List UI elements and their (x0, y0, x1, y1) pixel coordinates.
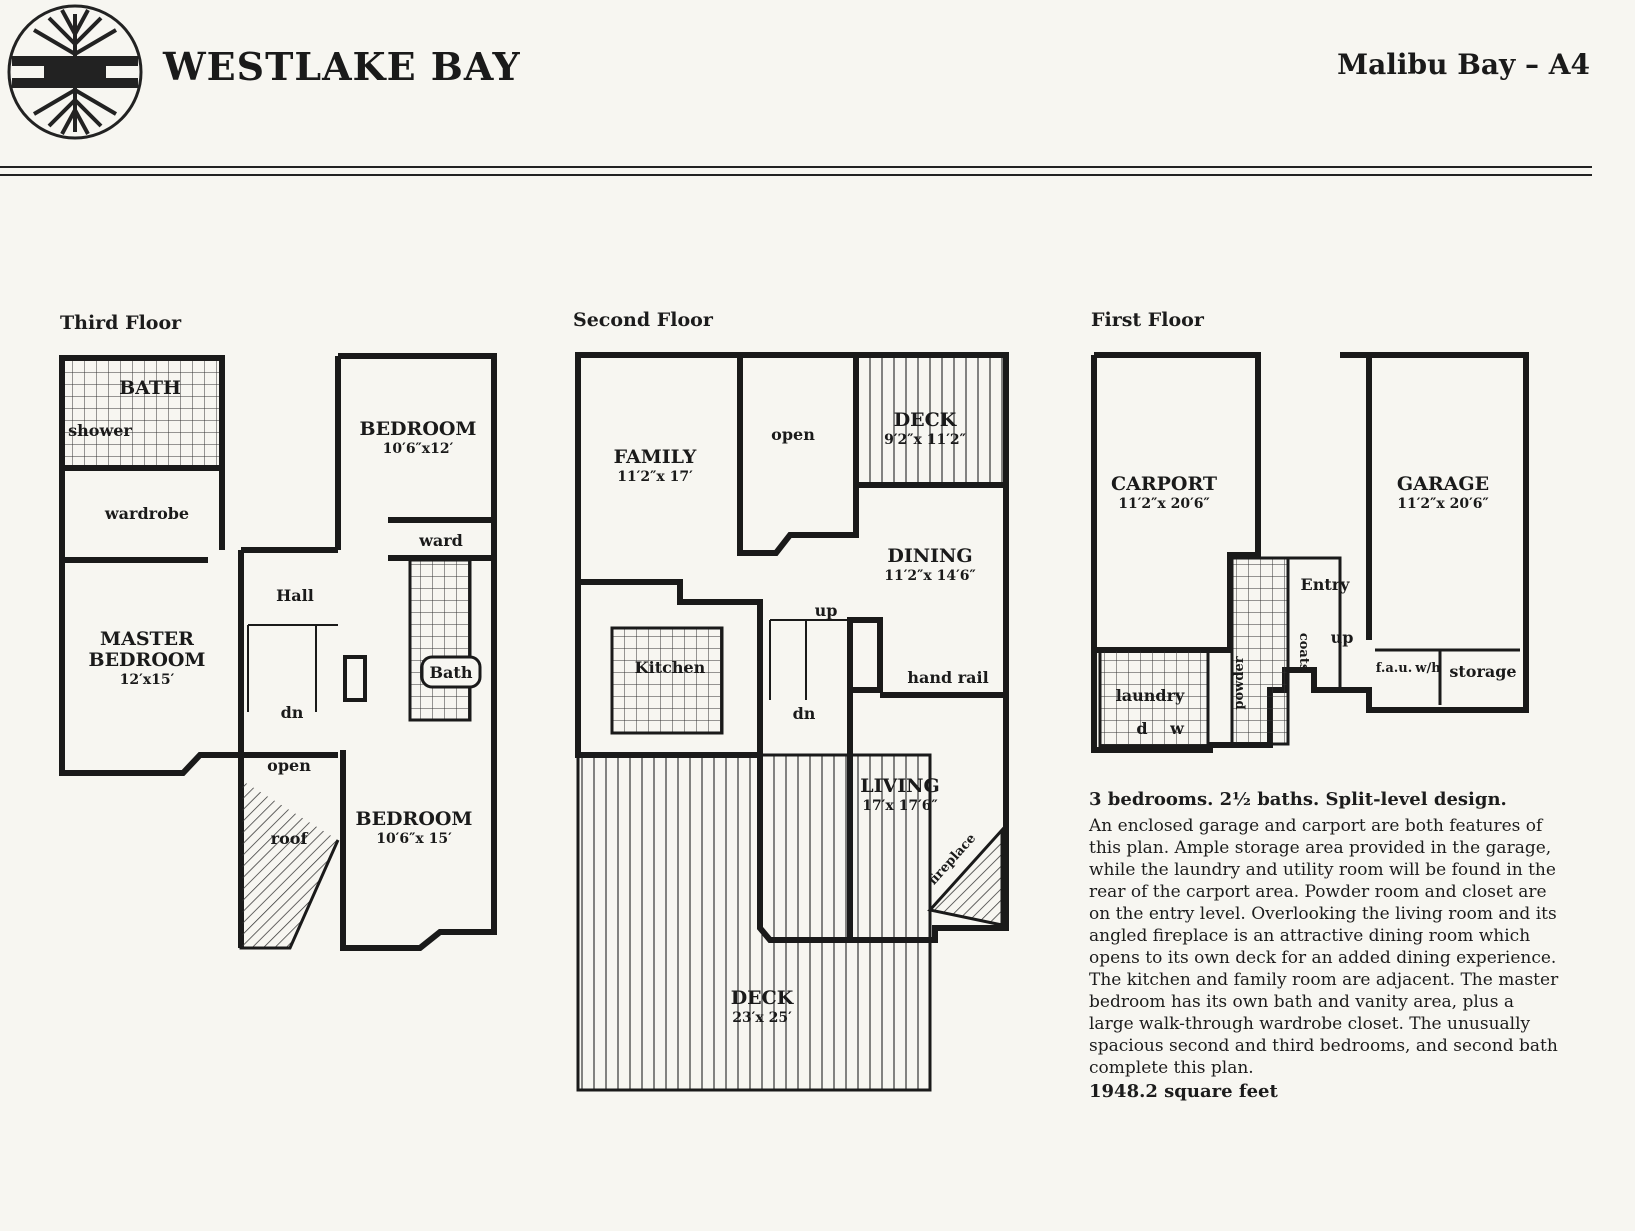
first-floor-title: First Floor (1091, 309, 1204, 331)
dining-label: DINING (887, 545, 972, 567)
bedroom1-dim: 10′6″x12′ (383, 441, 454, 457)
kitchen-label: Kitchen (635, 658, 706, 677)
carport-dim: 11′2″x 20′6″ (1118, 496, 1210, 512)
entry-tile (1230, 556, 1290, 746)
powder-label: powder (1232, 656, 1247, 709)
description-body: An enclosed garage and carport are both … (1089, 816, 1559, 1078)
family-label: FAMILY (614, 446, 697, 468)
second-up-label: up (815, 601, 838, 620)
bedroom2-dim: 10′6″x 15′ (376, 831, 452, 847)
garage-label: GARAGE (1397, 473, 1489, 495)
brand-title: WESTLAKE BAY (163, 44, 521, 89)
bedroom1-label: BEDROOM (360, 418, 477, 440)
header-rule-bottom (0, 174, 1592, 176)
hall-label: Hall (276, 586, 314, 605)
second-floor-title: Second Floor (573, 309, 713, 331)
dryer-label: d (1136, 719, 1147, 738)
laundry-label: laundry (1116, 686, 1185, 705)
hand-rail-label: hand rail (907, 668, 988, 687)
first-up-label: up (1331, 628, 1354, 647)
water-heater-label: w/h (1414, 661, 1441, 676)
header-rule-top (0, 166, 1592, 168)
carport-label: CARPORT (1111, 473, 1217, 495)
second-dn-label: dn (793, 704, 816, 723)
wardrobe-label: wardrobe (104, 504, 189, 523)
kitchen-tile (610, 626, 724, 735)
small-deck-label: DECK (894, 409, 958, 431)
bedroom2-label: BEDROOM (356, 808, 473, 830)
model-title: Malibu Bay – A4 (1337, 48, 1590, 81)
bath2-tub (420, 655, 482, 689)
small-deck-dim: 9′2″x 11′2″ (884, 432, 966, 448)
family-dim: 11′2″x 17′ (617, 469, 693, 485)
third-bath-label: BATH (119, 377, 181, 399)
third-dn-label: dn (281, 703, 304, 722)
roof-label: roof (271, 829, 309, 848)
living-dim: 17′x 17′6″ (862, 798, 938, 814)
fau-label: f.a.u. (1376, 661, 1413, 676)
entry-label: Entry (1301, 575, 1351, 594)
coats-label: coats (1296, 633, 1311, 671)
first-floor-plan (1091, 352, 1529, 753)
second-open-label: open (771, 425, 815, 444)
large-deck-label: DECK (731, 987, 795, 1009)
laundry-tile (1098, 648, 1210, 748)
second-floor-plan (575, 352, 1009, 1092)
square-footage: 1948.2 square feet (1089, 1081, 1278, 1102)
storage-label: storage (1449, 662, 1516, 681)
third-floor-title: Third Floor (60, 312, 182, 334)
shower-label: shower (68, 421, 132, 440)
master-dim: 12′x15′ (120, 672, 175, 688)
master-label: MASTER (100, 628, 194, 650)
bath2-label: Bath (430, 663, 473, 682)
third-open-label: open (267, 756, 311, 775)
living-label: LIVING (860, 775, 939, 797)
large-deck-dim: 23′x 25′ (732, 1010, 792, 1026)
washer-label: w (1169, 719, 1185, 738)
third-bath-tile (59, 355, 225, 471)
description-headline: 3 bedrooms. 2½ baths. Split-level design… (1089, 789, 1507, 810)
ward-label: ward (418, 531, 463, 550)
plan-description: 3 bedrooms. 2½ baths. Split-level design… (1089, 789, 1559, 1103)
master-label-2: BEDROOM (89, 649, 206, 671)
garage-dim: 11′2″x 20′6″ (1397, 496, 1489, 512)
third-floor-plan (59, 353, 497, 951)
large-deck-planks (576, 753, 932, 1092)
westlake-tree-logo (7, 4, 143, 140)
dining-dim: 11′2″x 14′6″ (884, 568, 976, 584)
